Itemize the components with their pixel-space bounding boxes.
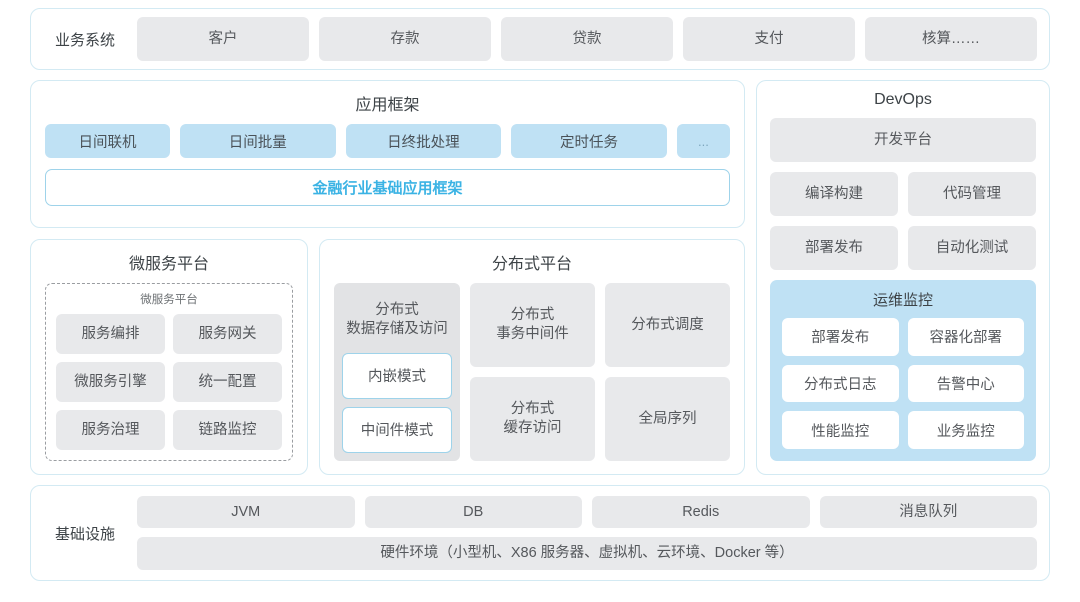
- devops-grid: 编译构建 代码管理 部署发布 自动化测试: [770, 172, 1036, 270]
- infra-chip-redis[interactable]: Redis: [592, 496, 810, 528]
- infrastructure-section: 基础设施 JVM DB Redis 消息队列 硬件环境（小型机、X86 服务器、…: [30, 485, 1050, 581]
- devops-chip-dev-platform[interactable]: 开发平台: [770, 118, 1036, 162]
- business-chip-accounting[interactable]: 核算……: [865, 17, 1037, 61]
- msp-chip-service-governance[interactable]: 服务治理: [56, 410, 165, 450]
- app-framework-chips: 日间联机 日间批量 日终批处理 定时任务 ...: [45, 124, 731, 158]
- middle-area: 应用框架 日间联机 日间批量 日终批处理 定时任务 ... 金融行业基础应用框架…: [30, 80, 1050, 475]
- devops-chip-compile-build[interactable]: 编译构建: [770, 172, 898, 216]
- microservice-platform-inner-box: 微服务平台 服务编排 服务网关 微服务引擎 统一配置 服务治理 链路监控: [45, 283, 293, 461]
- distributed-storage-column: 分布式 数据存储及访问 内嵌模式 中间件模式: [334, 283, 460, 461]
- distributed-storage-modes: 内嵌模式 中间件模式: [342, 352, 452, 453]
- microservice-platform-panel: 微服务平台 微服务平台 服务编排 服务网关 微服务引擎 统一配置 服务治理 链路…: [30, 239, 308, 475]
- ops-chip-business-monitoring[interactable]: 业务监控: [907, 411, 1024, 449]
- devops-panel: DevOps 开发平台 编译构建 代码管理 部署发布 自动化测试 运维监控 部署…: [756, 80, 1050, 475]
- distributed-data-storage-label: 分布式 数据存储及访问: [342, 283, 452, 353]
- business-chip-deposit[interactable]: 存款: [319, 17, 491, 61]
- business-system-chips: 客户 存款 贷款 支付 核算……: [137, 17, 1037, 61]
- app-framework-panel: 应用框架 日间联机 日间批量 日终批处理 定时任务 ... 金融行业基础应用框架: [30, 80, 745, 228]
- middle-left-column: 应用框架 日间联机 日间批量 日终批处理 定时任务 ... 金融行业基础应用框架…: [30, 80, 745, 475]
- dist-cell-1-line1: 分布式调度: [631, 316, 704, 333]
- ops-chip-performance-monitoring[interactable]: 性能监控: [782, 411, 899, 449]
- infrastructure-chips: JVM DB Redis 消息队列: [137, 496, 1037, 528]
- dist-cell-global-sequence[interactable]: 全局序列: [605, 377, 730, 461]
- dist-cell-3-line1: 全局序列: [638, 410, 697, 427]
- app-chip-daytime-online[interactable]: 日间联机: [45, 124, 170, 158]
- distributed-platform-title: 分布式平台: [491, 256, 572, 273]
- msp-chip-unified-config[interactable]: 统一配置: [173, 362, 282, 402]
- distributed-platform-body: 分布式 数据存储及访问 内嵌模式 中间件模式: [334, 283, 730, 461]
- ops-chip-containerized-deploy[interactable]: 容器化部署: [907, 318, 1024, 356]
- dist-cell-transaction-middleware[interactable]: 分布式 事务中间件: [470, 283, 595, 367]
- msp-chip-trace-monitoring[interactable]: 链路监控: [173, 410, 282, 450]
- ops-monitoring-panel: 运维监控 部署发布 容器化部署 分布式日志 告警中心 性能监控 业务监控: [770, 280, 1036, 461]
- storage-label-line1: 分布式: [375, 302, 419, 318]
- microservice-platform-title: 微服务平台: [128, 256, 209, 273]
- infra-chip-hardware-environment[interactable]: 硬件环境（小型机、X86 服务器、虚拟机、云环境、Docker 等）: [137, 537, 1037, 570]
- infra-chip-message-queue[interactable]: 消息队列: [819, 496, 1037, 528]
- devops-content: DevOps 开发平台 编译构建 代码管理 部署发布 自动化测试 运维监控 部署…: [757, 81, 1049, 474]
- ops-chip-alert-center[interactable]: 告警中心: [907, 364, 1024, 403]
- microservice-platform-grid: 服务编排 服务网关 微服务引擎 统一配置 服务治理 链路监控: [56, 314, 282, 450]
- business-chip-payment[interactable]: 支付: [683, 17, 855, 61]
- dist-cell-cache-access[interactable]: 分布式 缓存访问: [470, 377, 595, 461]
- distributed-platform-panel: 分布式平台 分布式 数据存储及访问 内嵌模式 中间件模式: [319, 239, 745, 475]
- business-system-label: 业务系统: [54, 31, 115, 49]
- msp-chip-microservice-engine[interactable]: 微服务引擎: [56, 362, 165, 402]
- devops-chip-deploy-release[interactable]: 部署发布: [770, 226, 898, 270]
- app-chip-eod-batch[interactable]: 日终批处理: [345, 124, 502, 158]
- ops-chip-distributed-logging[interactable]: 分布式日志: [782, 364, 899, 403]
- infrastructure-label: 基础设施: [54, 525, 115, 543]
- finance-base-framework-bar[interactable]: 金融行业基础应用框架: [45, 169, 730, 206]
- app-chip-scheduled-task[interactable]: 定时任务: [511, 124, 667, 158]
- dist-cell-2-line2: 缓存访问: [503, 420, 562, 436]
- distributed-cells-grid: 分布式 事务中间件 分布式调度 分布: [470, 283, 730, 461]
- ops-monitoring-title: 运维监控: [872, 292, 933, 309]
- business-chip-loan[interactable]: 贷款: [501, 17, 673, 61]
- infrastructure-stack: JVM DB Redis 消息队列 硬件环境（小型机、X86 服务器、虚拟机、云…: [137, 496, 1037, 570]
- storage-mode-middleware[interactable]: 中间件模式: [342, 406, 452, 453]
- msp-chip-service-orchestration[interactable]: 服务编排: [56, 314, 165, 354]
- devops-title: DevOps: [874, 91, 932, 108]
- app-chip-daytime-batch[interactable]: 日间批量: [179, 124, 336, 158]
- business-chip-customer[interactable]: 客户: [137, 17, 309, 61]
- dist-cell-scheduling[interactable]: 分布式调度: [605, 283, 730, 367]
- ops-chip-deploy-release[interactable]: 部署发布: [782, 318, 899, 356]
- platform-row: 微服务平台 微服务平台 服务编排 服务网关 微服务引擎 统一配置 服务治理 链路…: [30, 239, 745, 475]
- infra-chip-db[interactable]: DB: [364, 496, 582, 528]
- storage-mode-embedded[interactable]: 内嵌模式: [342, 352, 452, 399]
- app-framework-title: 应用框架: [355, 97, 420, 114]
- dist-cell-2-line1: 分布式: [510, 401, 555, 418]
- microservice-platform-inner-title: 微服务平台: [140, 294, 198, 306]
- dist-cell-0-line1: 分布式: [510, 307, 555, 324]
- devops-chip-automated-testing[interactable]: 自动化测试: [908, 226, 1036, 270]
- msp-chip-service-gateway[interactable]: 服务网关: [173, 314, 282, 354]
- storage-label-line2: 数据存储及访问: [346, 320, 448, 337]
- devops-chip-code-management[interactable]: 代码管理: [908, 172, 1036, 216]
- business-system-section: 业务系统 客户 存款 贷款 支付 核算……: [30, 8, 1050, 70]
- ops-monitoring-grid: 部署发布 容器化部署 分布式日志 告警中心 性能监控 业务监控: [782, 318, 1024, 449]
- app-chip-more[interactable]: ...: [676, 124, 731, 158]
- dist-cell-0-line2: 事务中间件: [496, 326, 569, 342]
- distributed-data-storage-box[interactable]: 分布式 数据存储及访问 内嵌模式 中间件模式: [334, 283, 460, 461]
- infra-chip-jvm[interactable]: JVM: [137, 496, 355, 528]
